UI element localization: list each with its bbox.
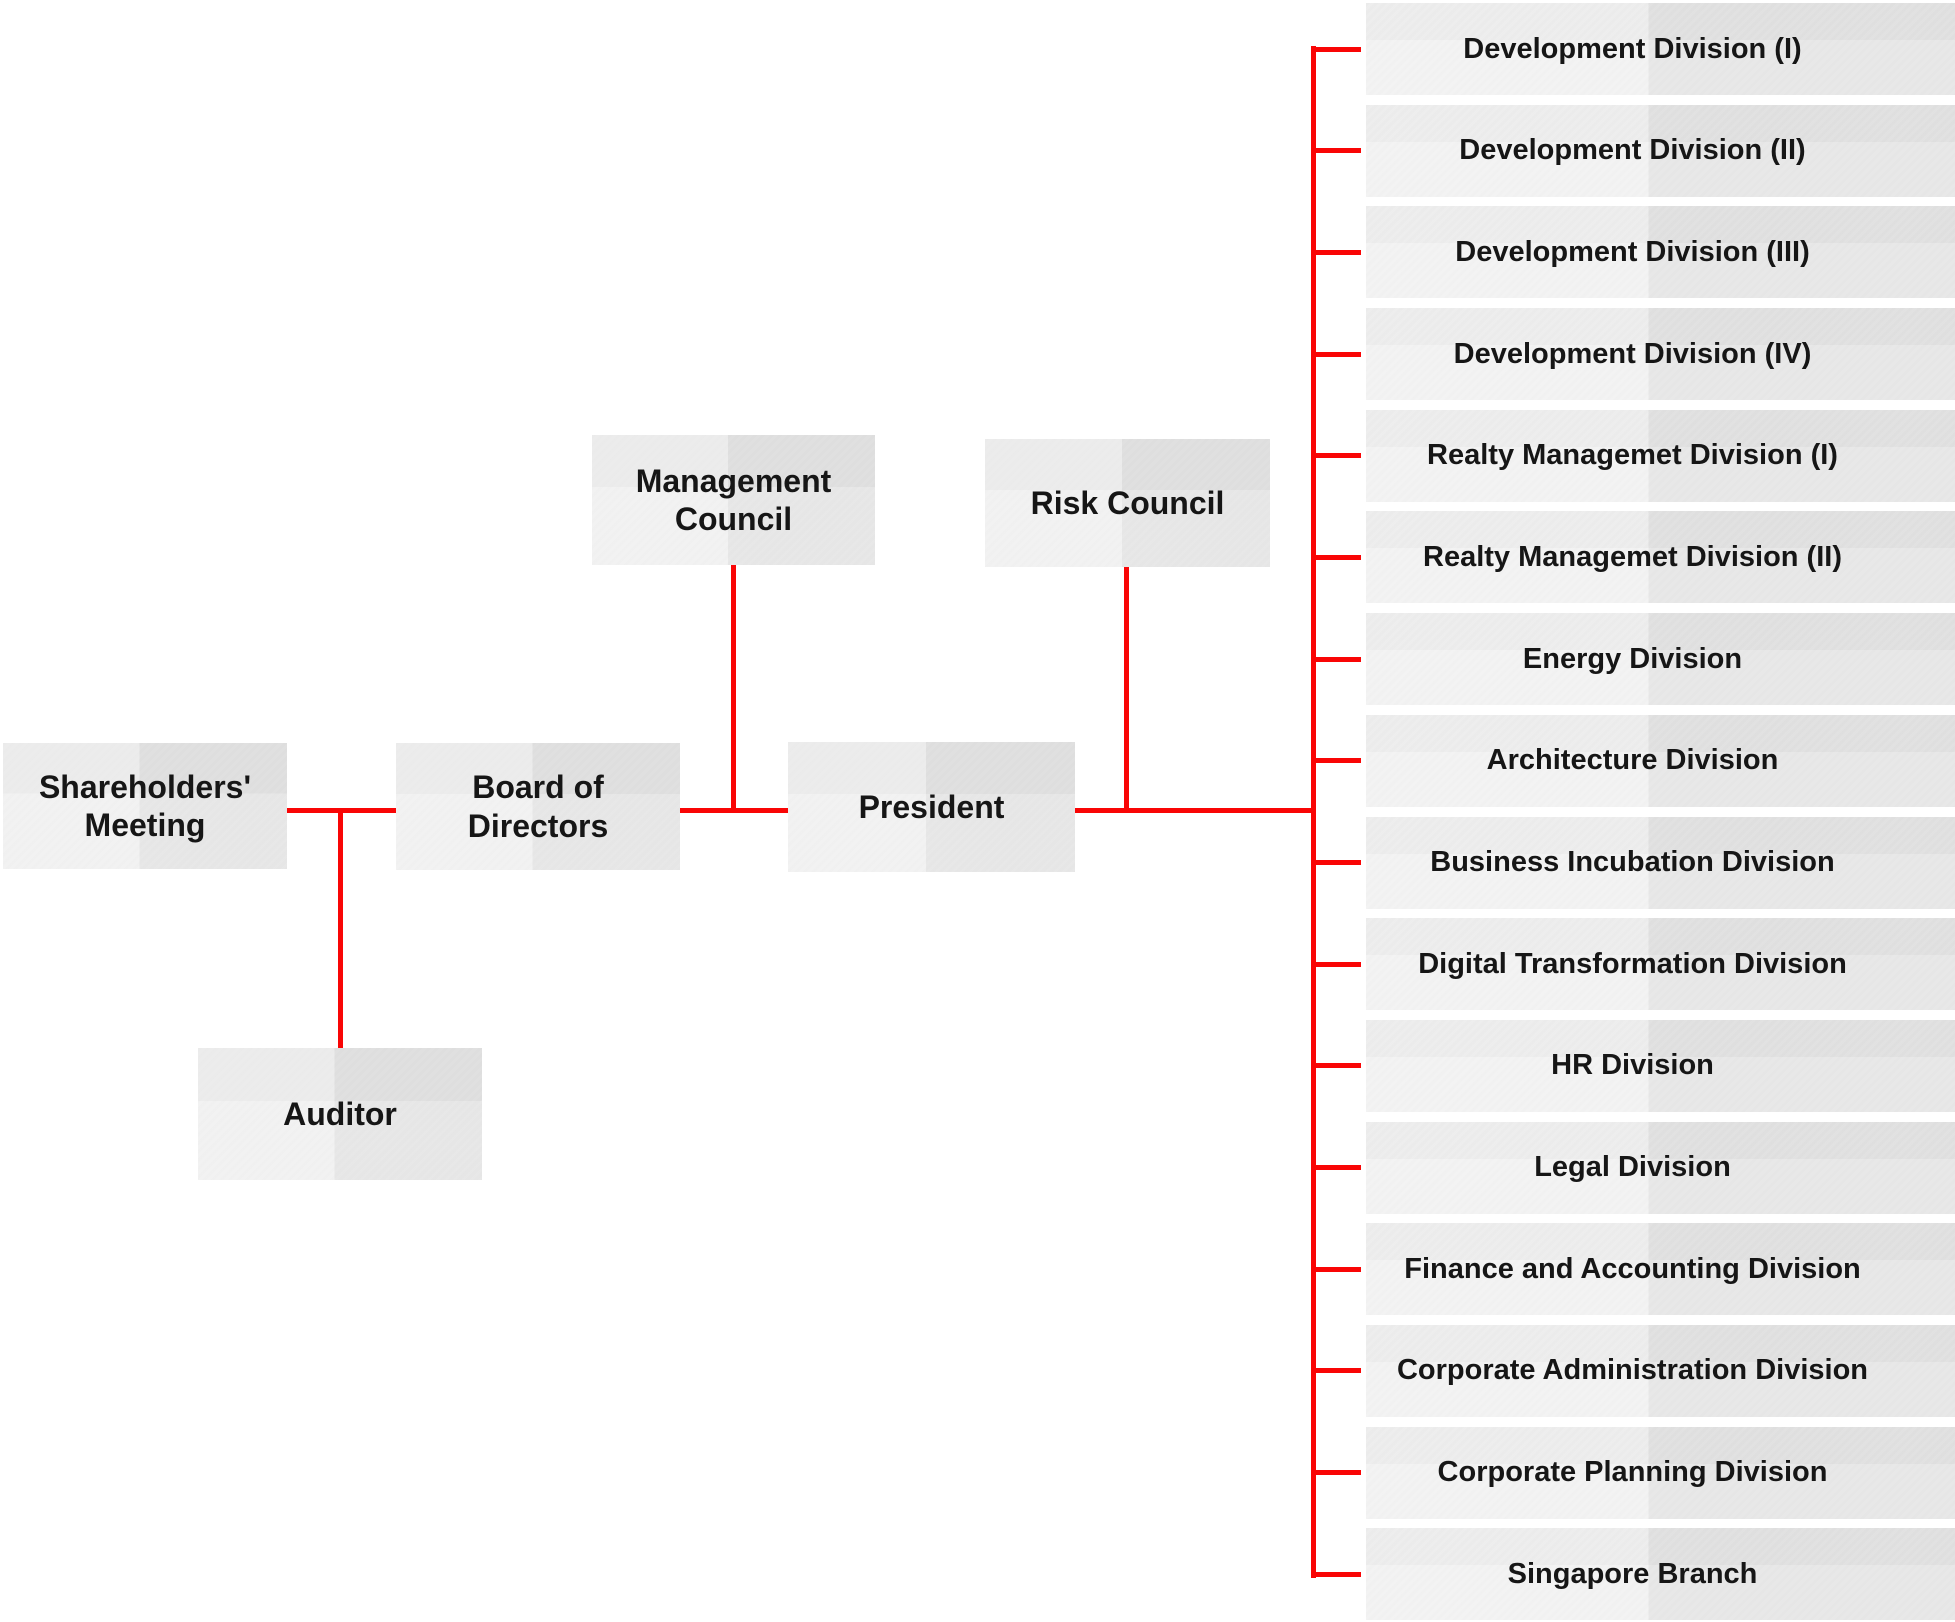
connector-stub [1314,961,1361,967]
division-box: Digital Transformation Division [1314,918,1955,1011]
division-box: Legal Division [1314,1121,1955,1214]
connector-stub [1314,758,1361,764]
division-label: Realty Managemet Division (II) [1423,540,1842,573]
connector-president-trunk [1075,808,1315,813]
connector-stub [1314,46,1361,52]
division-box: Singapore Branch [1314,1528,1955,1621]
connector-stub [1314,860,1361,865]
connector-stub [1314,656,1361,662]
division-label: Singapore Branch [1507,1557,1758,1590]
node-president: President [788,742,1075,872]
division-label: Energy Division [1522,642,1743,675]
node-management-council: Management Council [592,435,875,565]
division-box: Business Incubation Division [1314,816,1955,909]
connector-stub [1314,249,1361,255]
division-list: Development Division (I) Development Div… [1314,3,1955,1621]
node-label: Board of Directors [467,769,609,844]
connector-stub [1314,1368,1361,1374]
division-label: Legal Division [1534,1151,1731,1184]
division-label: Architecture Division [1486,744,1779,777]
division-label: Realty Managemet Division (I) [1427,439,1838,472]
connector-division-trunk [1311,46,1316,1578]
division-label: Development Division (III) [1455,235,1810,268]
division-label: HR Division [1551,1049,1714,1082]
connector-stub [1314,148,1361,154]
connector-management-drop [731,565,736,810]
division-label: Business Incubation Division [1430,846,1835,878]
division-box: Development Division (IV) [1314,308,1955,401]
connector-stub [1314,351,1361,357]
division-box: HR Division [1314,1019,1955,1112]
node-auditor: Auditor [198,1048,482,1180]
division-label: Corporate Administration Division [1396,1354,1869,1387]
connector-stub [1314,1470,1361,1476]
division-label: Finance and Accounting Division [1404,1252,1861,1285]
division-box: Development Division (III) [1314,206,1955,299]
connector-stub [1314,1266,1361,1272]
division-box: Development Division (I) [1314,3,1955,95]
connector-auditor-drop [338,810,343,1048]
connector-stub [1314,1571,1361,1577]
connector-stub [1314,453,1361,459]
division-box: Finance and Accounting Division [1314,1223,1955,1316]
node-risk-council: Risk Council [985,439,1270,567]
division-label: Development Division (IV) [1453,337,1812,370]
node-label: Shareholders' Meeting [38,768,252,843]
division-label: Development Division (II) [1459,134,1806,167]
connector-risk-drop [1124,567,1129,810]
connector-stub [1314,1063,1361,1069]
division-label: Development Division (I) [1463,32,1802,65]
node-label: Management Council [635,462,832,537]
connector-board-president [680,808,788,813]
division-box: Realty Managemet Division (II) [1314,511,1955,604]
division-box: Architecture Division [1314,714,1955,807]
node-shareholders-meeting: Shareholders' Meeting [3,743,287,869]
node-label: Auditor [283,1095,397,1132]
division-label: Digital Transformation Division [1418,947,1847,980]
connector-stub [1314,554,1361,560]
node-label: Risk Council [1030,484,1225,521]
division-box: Energy Division [1314,613,1955,706]
division-box: Development Division (II) [1314,104,1955,197]
division-box: Realty Managemet Division (I) [1314,409,1955,502]
division-label: Corporate Planning Division [1437,1456,1828,1489]
division-box: Corporate Administration Division [1314,1324,1955,1417]
node-label: President [858,788,1005,825]
division-box: Corporate Planning Division [1314,1426,1955,1519]
connector-stub [1314,1165,1361,1171]
node-board-of-directors: Board of Directors [396,743,680,870]
